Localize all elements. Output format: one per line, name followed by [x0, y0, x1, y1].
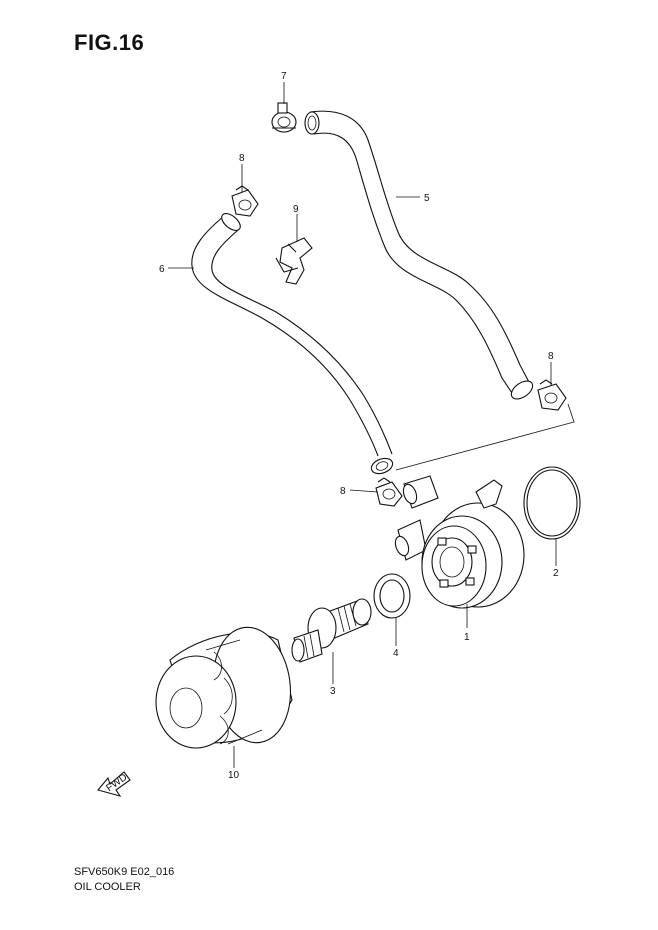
model-code: SFV650K9 E02_016 — [74, 866, 175, 878]
hose-clamp-8-lower[interactable] — [375, 477, 403, 507]
oil-cooler-1[interactable] — [393, 475, 525, 609]
hose-clamp-7[interactable] — [271, 102, 297, 133]
callout-numbers: 7 8 9 6 5 8 8 1 2 4 3 10 — [159, 71, 559, 781]
callout-3: 3 — [330, 686, 336, 697]
callout-2: 2 — [553, 568, 559, 579]
hose-5[interactable] — [304, 110, 536, 402]
hose-6[interactable] — [191, 210, 395, 476]
union-bolt-3[interactable] — [291, 598, 372, 663]
section-name: OIL COOLER — [74, 881, 141, 893]
forward-direction-arrow: FWD — [97, 771, 131, 797]
callout-1: 1 — [464, 632, 470, 643]
callout-5: 5 — [424, 193, 430, 204]
callout-10: 10 — [228, 770, 240, 781]
callout-6: 6 — [159, 264, 165, 275]
leader-lines — [168, 82, 557, 768]
hose-clamp-bracket-9[interactable] — [275, 237, 313, 285]
callout-7: 7 — [281, 71, 287, 82]
callout-4: 4 — [393, 648, 399, 659]
callout-8-right: 8 — [548, 351, 554, 362]
oil-filter-10[interactable] — [155, 622, 298, 749]
callout-8-upper-left: 8 — [239, 153, 245, 164]
gasket-4[interactable] — [373, 573, 411, 619]
hose-clamp-8-right[interactable] — [537, 379, 567, 411]
callout-8-lower: 8 — [340, 486, 346, 497]
hose-clamp-8-upper-left[interactable] — [231, 185, 259, 217]
figure-title: FIG.16 — [74, 30, 145, 55]
o-ring-2[interactable] — [523, 466, 581, 540]
hose-routing-line — [395, 403, 575, 471]
callout-9: 9 — [293, 204, 299, 215]
